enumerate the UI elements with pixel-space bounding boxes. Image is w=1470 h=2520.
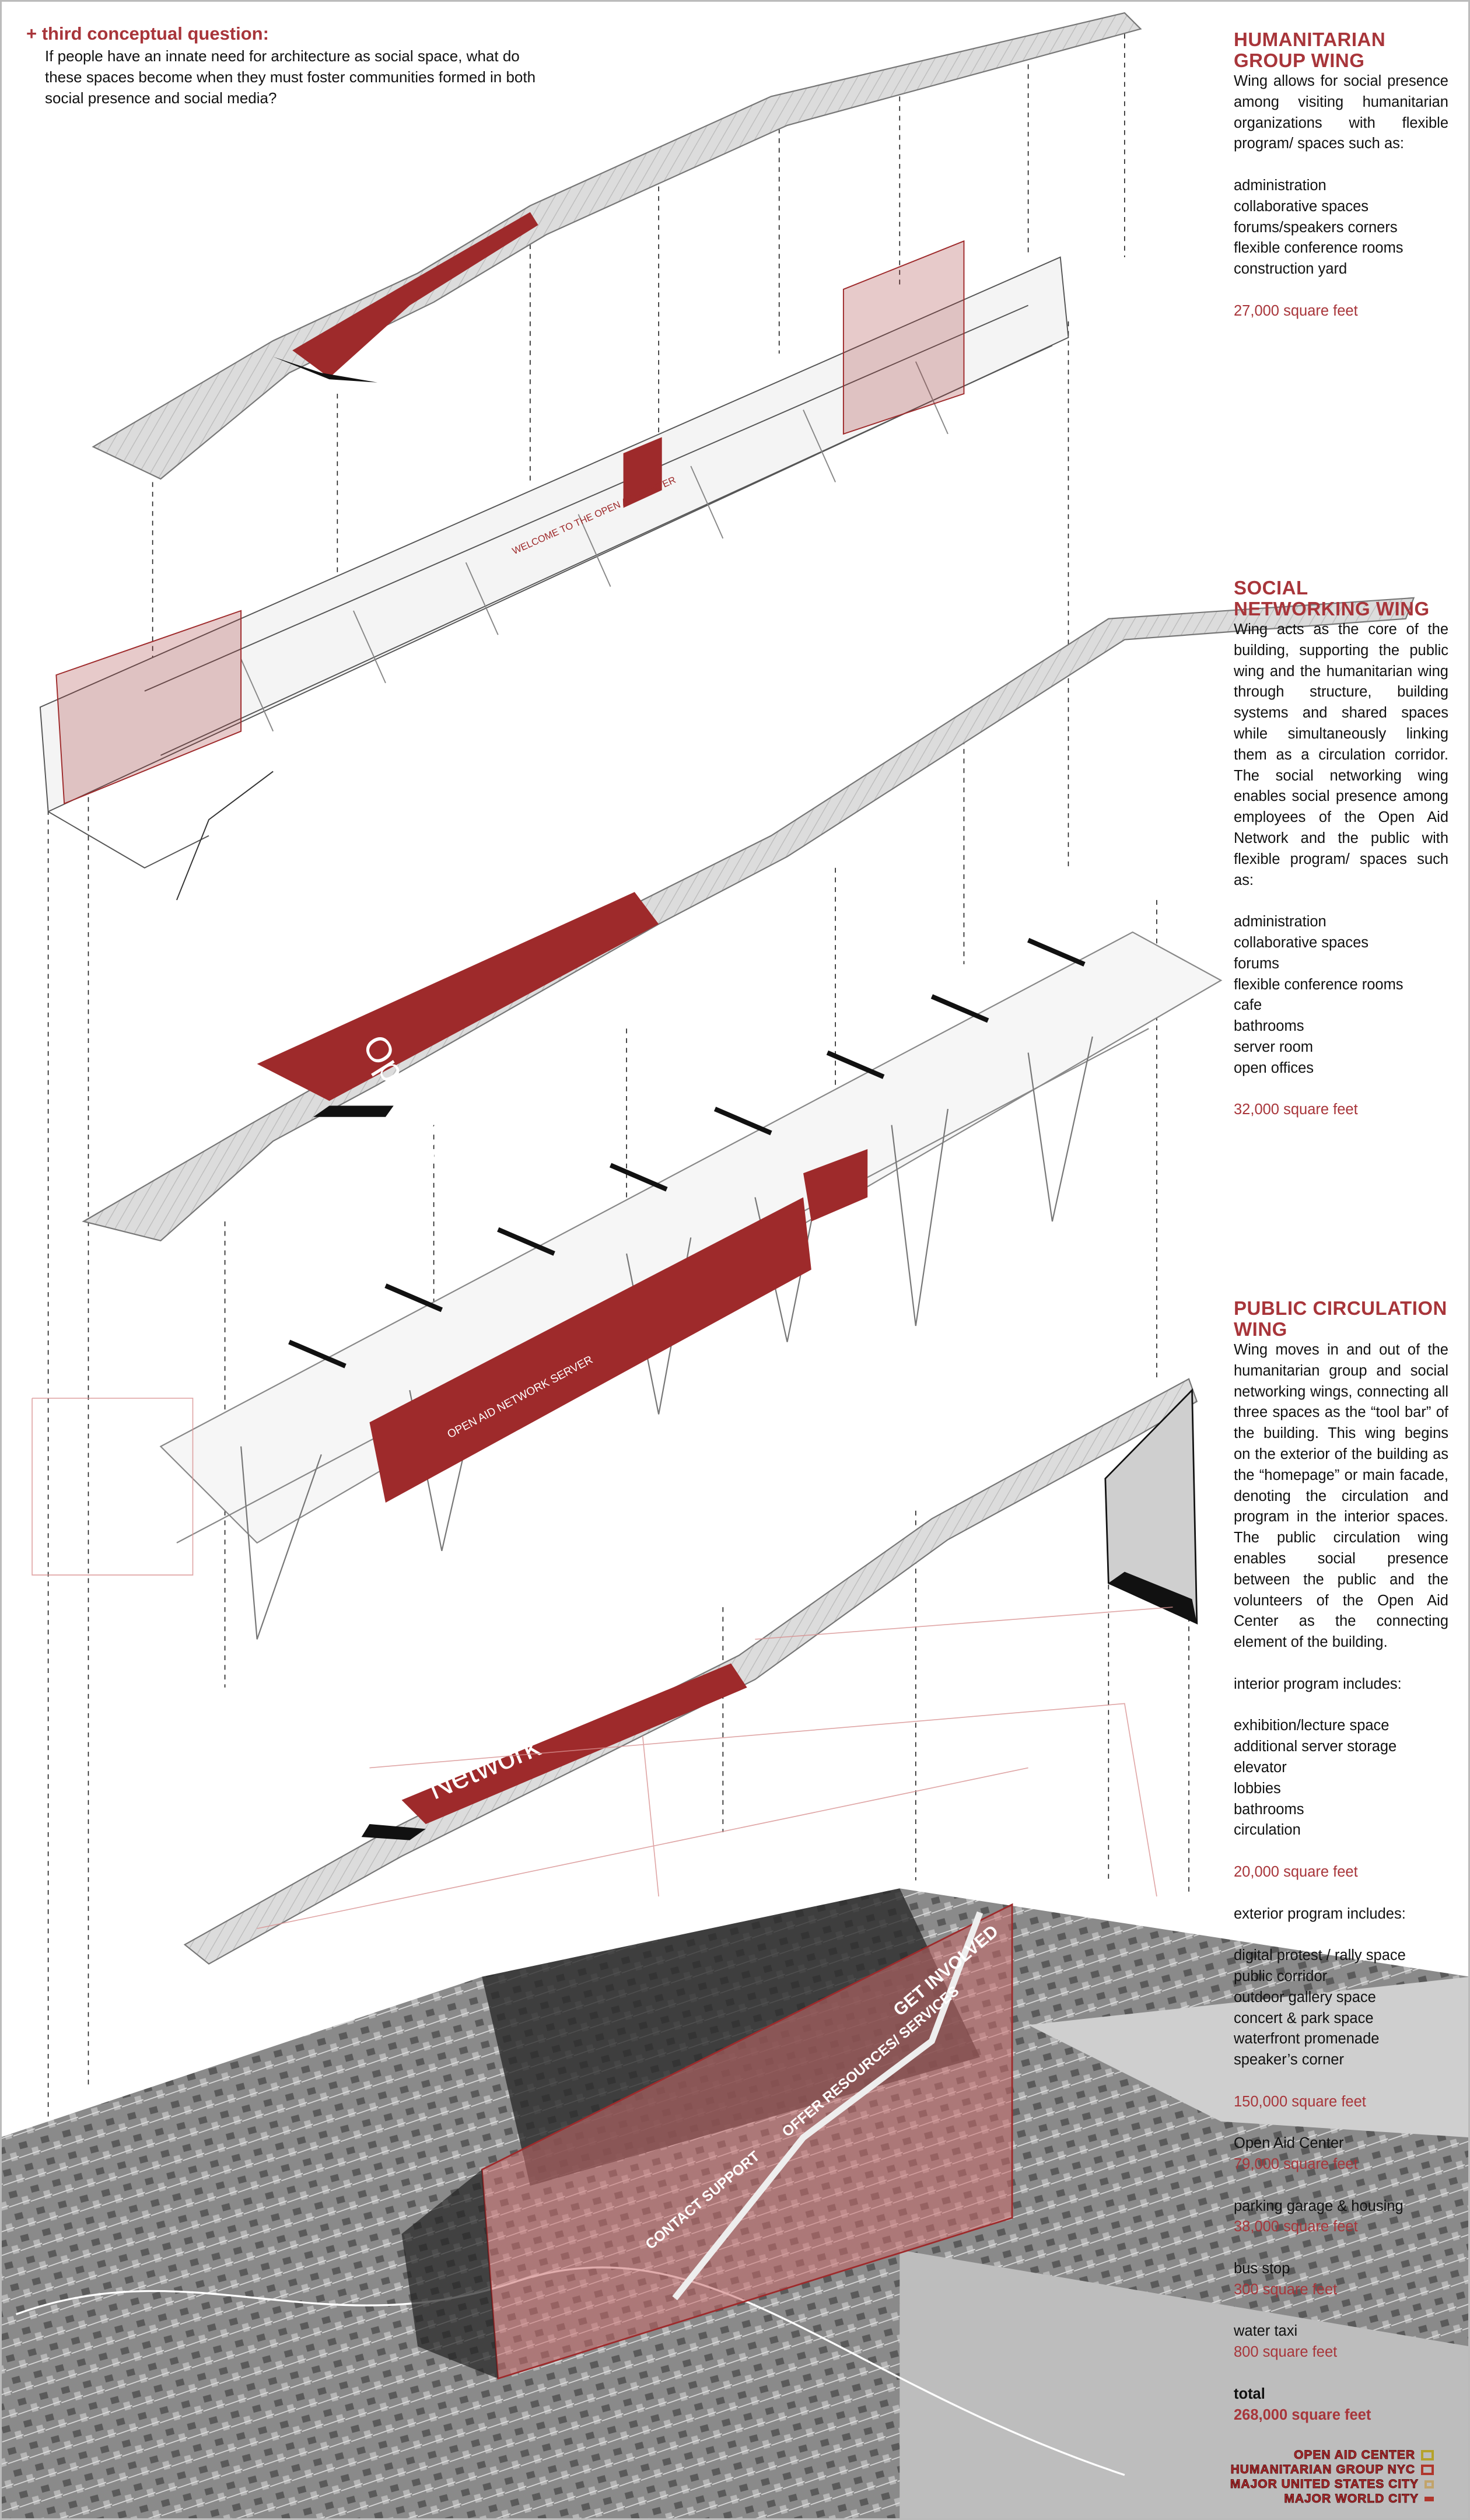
total-area: 79,000 square feet: [1234, 2156, 1358, 2173]
interior-label: interior program includes:: [1234, 1675, 1402, 1692]
program-item: administration: [1234, 914, 1326, 930]
legend-swatch: [1424, 2496, 1434, 2501]
program-item: lobbies: [1234, 1780, 1281, 1797]
ghost-structure-lines: [32, 1398, 1173, 1929]
question-body: If people have an innate need for archit…: [45, 47, 536, 107]
social-description: Wing acts as the core of the building, s…: [1234, 621, 1448, 888]
humanitarian-title: HUMANITARIAN GROUP WING: [1234, 29, 1386, 71]
total-area: 300 square feet: [1234, 2281, 1338, 2298]
legend-item: HUMANITARIAN GROUP NYC: [1230, 2462, 1434, 2477]
legend-label: MAJOR WORLD CITY: [1284, 2491, 1419, 2505]
legend-swatch: [1421, 2449, 1434, 2460]
program-item: elevator: [1234, 1759, 1287, 1776]
program-item: cafe: [1234, 997, 1262, 1014]
total-label: water taxi: [1234, 2323, 1298, 2340]
public-description: Wing moves in and out of the humanitaria…: [1234, 1342, 1448, 1651]
program-item: exhibition/lecture space: [1234, 1717, 1390, 1734]
program-item: server room: [1234, 1038, 1314, 1055]
question-title: + third conceptual question:: [26, 23, 269, 44]
legend-label: OPEN AID CENTER: [1294, 2448, 1415, 2462]
conceptual-question: + third conceptual question: If people h…: [26, 22, 551, 108]
program-item: concert & park space: [1234, 2010, 1374, 2027]
program-item: flexible conference rooms: [1234, 976, 1404, 993]
open-aid-red-panel: [257, 892, 659, 1101]
program-item: collaborative spaces: [1234, 934, 1369, 951]
social-networking-wing-structure: OPEN AID NETWORK SERVER: [159, 931, 1223, 1640]
grand-total-area: 268,000 square feet: [1234, 2406, 1371, 2423]
program-item: digital protest / rally space: [1234, 1947, 1406, 1964]
humanitarian-roof-slab: [92, 12, 1142, 480]
total-label: Open Aid Center: [1234, 2135, 1344, 2152]
total-area: 800 square feet: [1234, 2344, 1338, 2361]
open-aid-center-building: GET INVOLVED OFFER RESOURCES/ SERVICES C…: [401, 1903, 1013, 2380]
legend-item: OPEN AID CENTER: [1230, 2448, 1434, 2462]
social-title: SOCIAL NETWORKING WING: [1234, 577, 1430, 620]
program-item: collaborative spaces: [1234, 198, 1369, 215]
program-item: open offices: [1234, 1059, 1314, 1076]
legend-item: MAJOR WORLD CITY: [1230, 2491, 1434, 2506]
program-item: additional server storage: [1234, 1738, 1397, 1755]
program-item: circulation: [1234, 1822, 1301, 1839]
total-area: 38,000 square feet: [1234, 2218, 1358, 2235]
public-roof-slab: Network: [183, 1378, 1198, 1965]
server-red-volume: [369, 1197, 811, 1503]
legend-label: MAJOR UNITED STATES CITY: [1230, 2477, 1419, 2491]
program-item: forums: [1234, 955, 1279, 972]
social-wing-section: SOCIAL NETWORKING WING Wing acts as the …: [1234, 578, 1448, 1121]
program-item: outdoor gallery space: [1234, 1989, 1376, 2006]
humanitarian-description: Wing allows for social presence among vi…: [1234, 73, 1448, 152]
program-item: public corridor: [1234, 1968, 1328, 1985]
program-item: speaker’s corner: [1234, 2052, 1344, 2068]
legend-swatch: [1424, 2480, 1434, 2488]
program-item: waterfront promenade: [1234, 2031, 1380, 2048]
red-roof-panel: [292, 212, 538, 378]
legend-swatch: [1421, 2464, 1434, 2475]
humanitarian-wing-structure: WELCOME TO THE OPEN AID CENTER: [39, 240, 1069, 901]
program-item: bathrooms: [1234, 1801, 1304, 1818]
exterior-label: exterior program includes:: [1234, 1905, 1406, 1922]
map-legend: OPEN AID CENTER HUMANITARIAN GROUP NYC M…: [1230, 2448, 1434, 2506]
public-wing-section: PUBLIC CIRCULATION WING Wing moves in an…: [1234, 1298, 1448, 2426]
humanitarian-wing-section: HUMANITARIAN GROUP WING Wing allows for …: [1234, 29, 1448, 322]
program-item: administration: [1234, 177, 1326, 194]
total-label: parking garage & housing: [1234, 2197, 1404, 2214]
network-red-panel: [401, 1663, 747, 1825]
program-item: bathrooms: [1234, 1018, 1304, 1035]
legend-label: HUMANITARIAN GROUP NYC: [1230, 2462, 1415, 2476]
humanitarian-area: 27,000 square feet: [1234, 302, 1358, 319]
program-item: construction yard: [1234, 261, 1348, 278]
social-area: 32,000 square feet: [1234, 1101, 1358, 1118]
welcome-red-sign: [623, 437, 662, 508]
program-item: flexible conference rooms: [1234, 240, 1404, 257]
total-label: bus stop: [1234, 2260, 1290, 2277]
grand-total-label: total: [1234, 2385, 1265, 2402]
program-item: forums/speakers corners: [1234, 219, 1398, 236]
legend-item: MAJOR UNITED STATES CITY: [1230, 2477, 1434, 2491]
interior-area: 20,000 square feet: [1234, 1863, 1358, 1880]
public-title: PUBLIC CIRCULATION WING: [1234, 1297, 1447, 1340]
exterior-area: 150,000 square feet: [1234, 2093, 1366, 2110]
